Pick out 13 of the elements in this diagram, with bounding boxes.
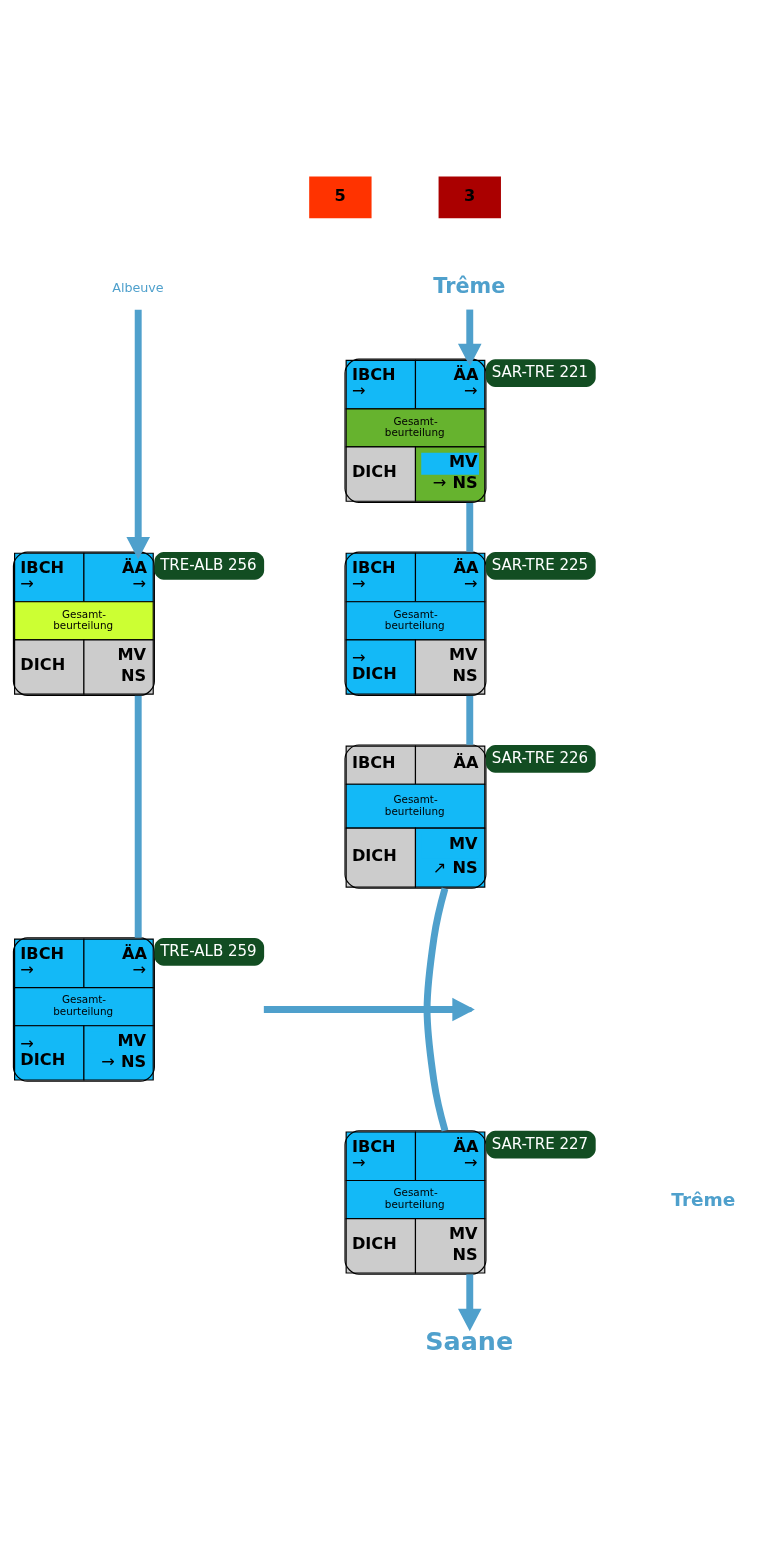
arrow: [457, 1274, 482, 1332]
label: 5: [334, 185, 346, 205]
label: Trême: [671, 1188, 736, 1210]
node-text: Trême: [433, 273, 506, 298]
label: 3: [463, 185, 476, 205]
connector: [466, 695, 474, 745]
node-text: Saane: [425, 1325, 514, 1356]
node-text: Albeuve: [112, 279, 164, 295]
connector: [134, 695, 142, 938]
connector: [423, 887, 449, 1132]
arrow: [457, 309, 482, 367]
connector: [466, 502, 474, 552]
arrow: [126, 309, 150, 560]
